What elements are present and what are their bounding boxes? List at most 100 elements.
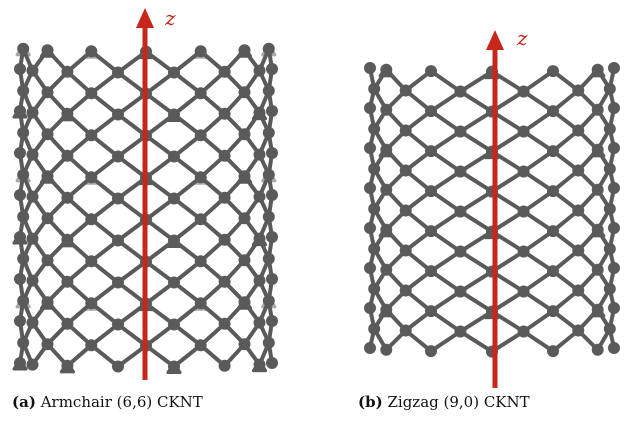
front-atom (168, 360, 180, 373)
front-atom (380, 63, 393, 76)
front-atom (14, 189, 26, 201)
front-atom (168, 150, 180, 163)
front-bond (458, 269, 494, 294)
front-atom (368, 162, 381, 175)
front-atom (399, 84, 412, 97)
front-atom (591, 223, 604, 236)
front-wall-lattice (12, 42, 278, 374)
front-atom (17, 336, 30, 349)
front-atom (14, 273, 26, 285)
front-atom (572, 84, 585, 97)
front-atom (61, 191, 74, 204)
zigzag-nanotube-drawing: z (364, 26, 620, 388)
z-axis-label: z (516, 26, 528, 50)
front-atom (547, 265, 559, 278)
front-atom (454, 165, 467, 178)
front-atom (41, 338, 54, 351)
front-atom (14, 357, 26, 369)
front-atom (608, 262, 620, 274)
front-atom (61, 107, 74, 120)
front-atom (238, 212, 251, 225)
front-atom (380, 343, 393, 356)
front-atom (112, 276, 124, 289)
front-atom (425, 185, 437, 198)
caption-zigzag: (b) Zigzag (9,0) CKNT (358, 393, 530, 411)
front-atom (380, 303, 393, 316)
front-atom (17, 294, 30, 307)
front-atom (608, 222, 620, 234)
front-atom (425, 105, 437, 118)
front-atom (112, 360, 124, 373)
front-atom (168, 192, 180, 205)
front-atom (364, 62, 376, 74)
front-atom (266, 105, 278, 117)
front-atom (608, 182, 620, 194)
zigzag-nanotube-panel: z (352, 0, 627, 422)
front-atom (17, 252, 30, 265)
front-atom (85, 339, 98, 352)
front-atom (41, 212, 54, 225)
front-atom (253, 148, 266, 161)
front-atom (425, 305, 437, 318)
front-atom (454, 125, 467, 138)
front-atom (517, 85, 530, 98)
front-atom (572, 244, 585, 257)
front-atom (591, 183, 604, 196)
front-atom (368, 322, 381, 335)
front-atom (26, 232, 39, 245)
front-atom (517, 205, 530, 218)
front-atom (168, 108, 180, 121)
front-atom (253, 64, 266, 77)
front-atom (218, 65, 231, 78)
front-atom (368, 242, 381, 255)
front-atom (603, 82, 616, 95)
front-atom (262, 336, 275, 349)
front-atom (61, 233, 74, 246)
front-atom (608, 62, 620, 74)
front-atom (17, 168, 30, 181)
front-atom (603, 202, 616, 215)
front-atom (194, 297, 207, 310)
front-atom (380, 103, 393, 116)
front-atom (603, 242, 616, 255)
front-atom (608, 302, 620, 314)
front-atom (399, 124, 412, 137)
caption-text: Zigzag (9,0) CKNT (387, 393, 530, 411)
front-atom (112, 108, 124, 121)
front-atom (262, 252, 275, 265)
front-atom (380, 263, 393, 276)
front-atom (547, 225, 559, 238)
front-atom (26, 148, 39, 161)
caption-tag: (a) (12, 393, 36, 411)
front-atom (262, 42, 275, 55)
armchair-nanotube-panel: z (0, 0, 300, 422)
front-atom (425, 225, 437, 238)
front-bond (458, 289, 494, 314)
front-atom (85, 129, 98, 142)
front-atom (85, 171, 98, 184)
front-atom (262, 168, 275, 181)
front-atom (517, 125, 530, 138)
front-bond (458, 169, 494, 194)
z-axis-arrow (136, 8, 154, 380)
front-atom (603, 162, 616, 175)
front-atom (218, 275, 231, 288)
front-atom (194, 255, 207, 268)
front-atom (194, 213, 207, 226)
front-atom (218, 107, 231, 120)
front-atom (168, 234, 180, 247)
front-atom (603, 322, 616, 335)
front-atom (380, 143, 393, 156)
front-atom (194, 171, 207, 184)
front-atom (194, 87, 207, 100)
front-bond (458, 129, 494, 154)
front-atom (238, 44, 251, 57)
front-atom (14, 147, 26, 159)
front-atom (218, 233, 231, 246)
front-atom (61, 359, 74, 372)
front-atom (425, 345, 437, 358)
front-atom (17, 84, 30, 97)
front-atom (608, 142, 620, 154)
front-atom (61, 275, 74, 288)
front-atom (218, 317, 231, 330)
